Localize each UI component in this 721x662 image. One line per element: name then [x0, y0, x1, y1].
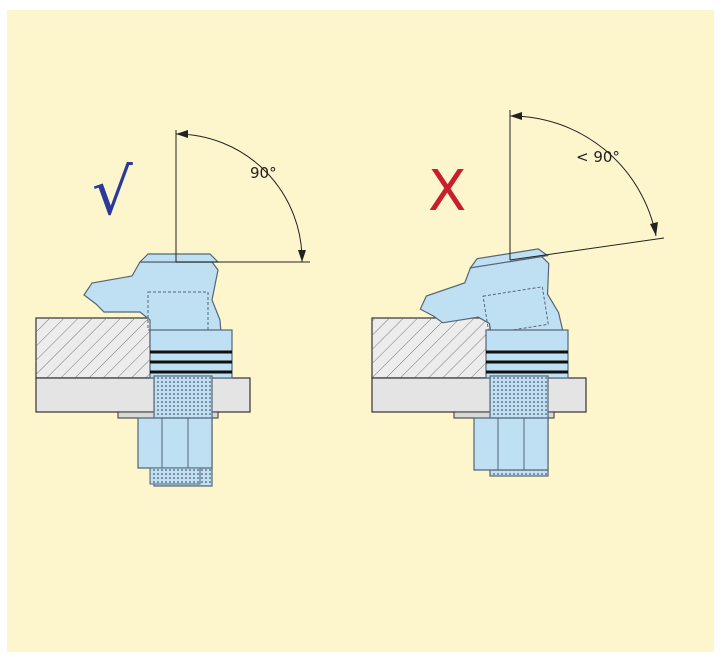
top-nut	[138, 253, 220, 263]
top-nut	[469, 248, 550, 269]
bottom-nut	[137, 417, 213, 469]
check-mark-icon: √	[92, 156, 133, 230]
correct-angle-indicator	[175, 130, 310, 263]
incorrect-angle-indicator	[509, 110, 665, 261]
cross-mark-icon: X	[428, 159, 466, 224]
clamp-body	[83, 261, 223, 349]
bottom-nut	[473, 417, 549, 471]
machine-table	[371, 377, 587, 413]
washer-stack	[485, 329, 569, 379]
correct-angle-label: 90°	[250, 164, 277, 182]
correct-clamp-assembly	[35, 253, 251, 487]
incorrect-angle-label: < 90°	[576, 148, 620, 166]
machine-table	[35, 377, 251, 413]
incorrect-clamp-assembly	[371, 248, 587, 477]
